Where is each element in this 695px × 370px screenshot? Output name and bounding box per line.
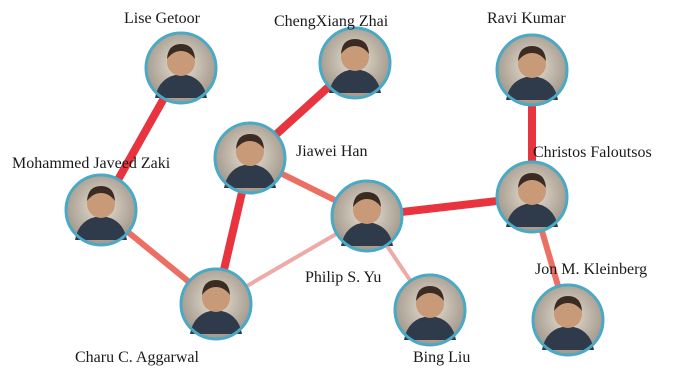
node-label-kumar: Ravi Kumar [487,10,566,27]
node-kleinberg [531,283,605,357]
portrait-icon [404,286,456,340]
avatar-border [144,31,218,105]
portrait-icon [75,186,127,240]
avatar-border [495,160,569,234]
node-aggarwal [179,267,253,341]
node-label-liu: Bing Liu [413,349,471,366]
avatar-border [531,283,605,357]
nodes-layer [64,26,605,357]
portrait-icon [329,39,381,93]
node-faloutsos [495,160,569,234]
node-getoor [144,31,218,105]
node-label-han: Jiawei Han [296,143,368,160]
portrait-icon [224,134,276,188]
avatar-border [393,273,467,347]
node-label-kleinberg: Jon M. Kleinberg [535,261,648,278]
portrait-icon [155,44,207,98]
node-kumar [495,33,569,107]
node-label-yu: Philip S. Yu [305,269,382,286]
node-label-faloutsos: Christos Faloutsos [533,144,652,161]
portrait-icon [506,46,558,100]
avatar-border [330,179,404,253]
portrait-icon [190,280,242,334]
node-label-aggarwal: Charu C. Aggarwal [75,349,199,366]
node-zaki [64,173,138,247]
avatar-border [64,173,138,247]
portrait-icon [542,296,594,350]
node-liu [393,273,467,347]
avatar-border [495,33,569,107]
avatar-border [318,26,392,100]
portrait-icon [341,192,393,246]
node-yu [330,179,404,253]
node-han [213,121,287,195]
node-label-getoor: Lise Getoor [124,10,200,27]
node-label-zhai: ChengXiang Zhai [274,13,389,30]
node-zhai [318,26,392,100]
avatar-border [213,121,287,195]
node-label-zaki: Mohammed Javeed Zaki [12,155,171,172]
portrait-icon [506,173,558,227]
avatar-border [179,267,253,341]
